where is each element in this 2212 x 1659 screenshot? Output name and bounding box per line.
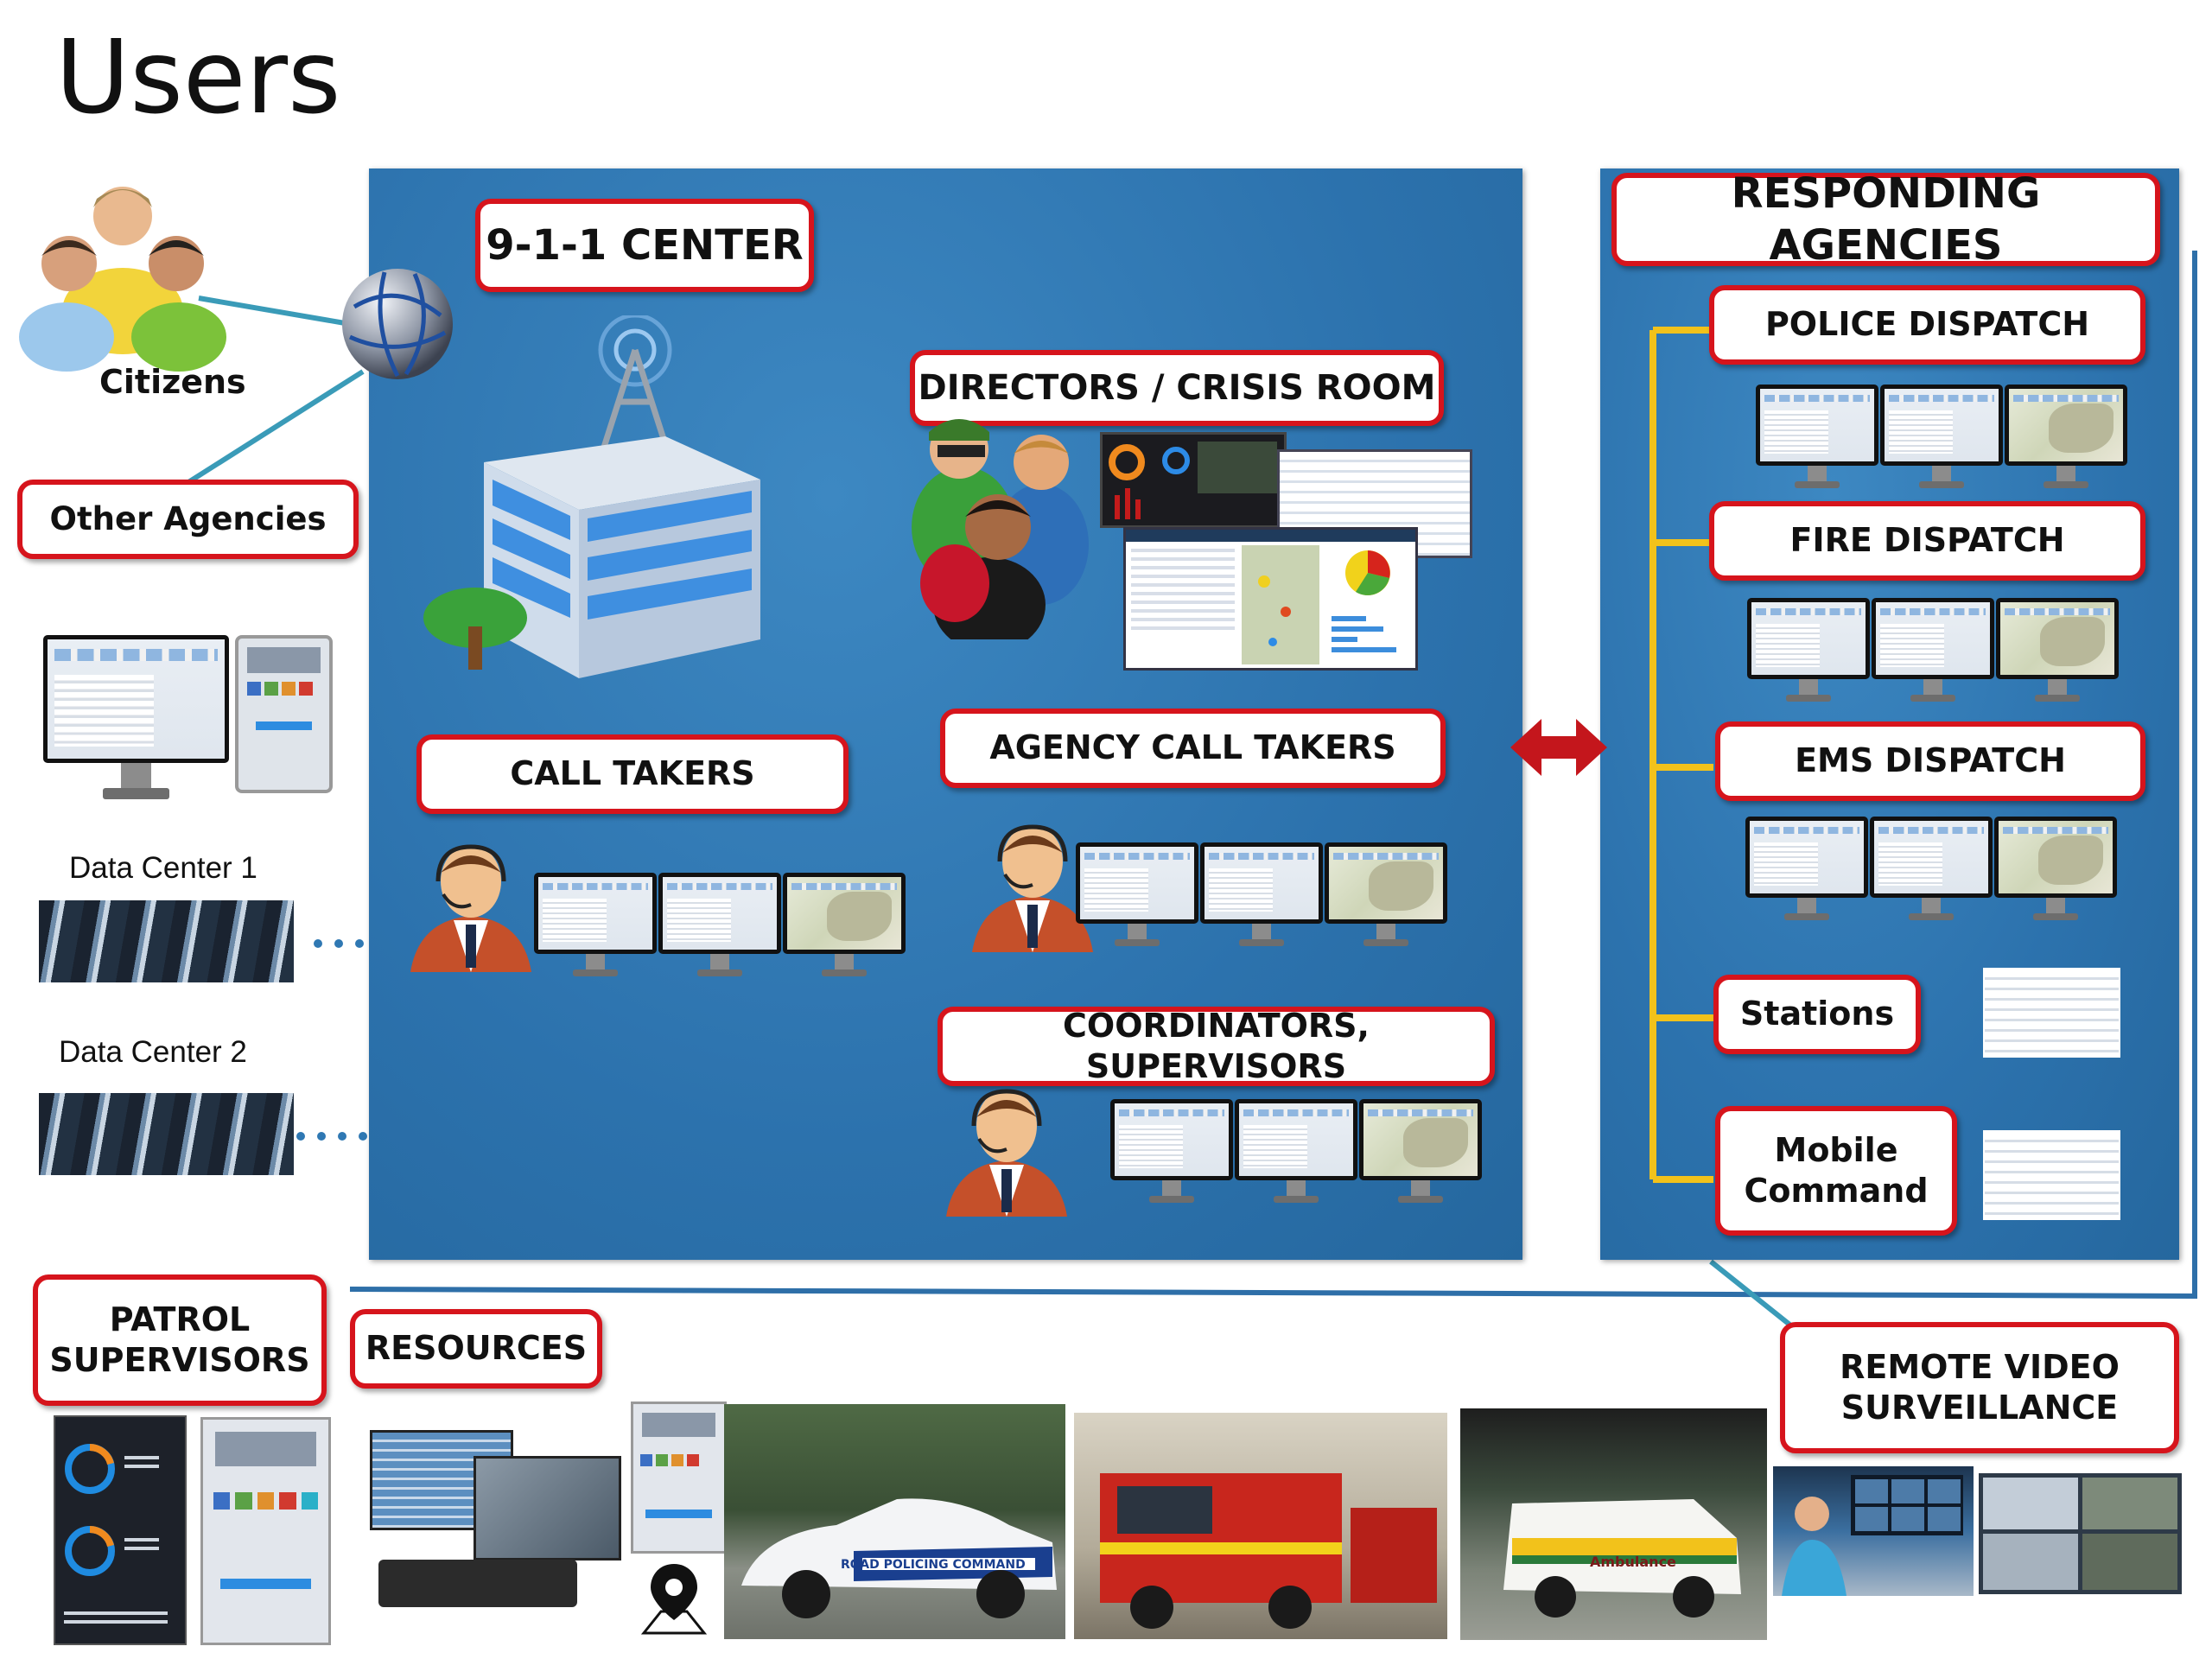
workstation-monitor xyxy=(1076,842,1198,946)
page-title: Users xyxy=(55,17,341,137)
map-monitor xyxy=(1994,817,2117,920)
workstation-monitor xyxy=(1756,385,1878,488)
video-wall-screen xyxy=(1979,1473,2182,1594)
stations-label: Stations xyxy=(1713,975,1921,1054)
dc-mobile-app xyxy=(235,635,333,793)
globe-icon xyxy=(342,269,453,379)
workstation-monitor xyxy=(534,873,657,976)
laptop-screens xyxy=(361,1430,621,1611)
data-center-2-label: Data Center 2 xyxy=(59,1035,247,1069)
patrol-mobile-app xyxy=(200,1417,331,1645)
police-car-text: ROAD POLICING COMMAND xyxy=(841,1558,1026,1572)
server-rack-1 xyxy=(39,900,294,982)
agency-connector xyxy=(1649,327,1713,1183)
users-icon xyxy=(19,187,226,372)
map-monitor xyxy=(2005,385,2127,488)
citizens-globe-line xyxy=(198,296,351,327)
other-agencies-label: Other Agencies xyxy=(17,480,359,559)
outer-frame-line xyxy=(349,251,2197,1300)
headset-operator-icon xyxy=(972,824,1093,952)
video-line xyxy=(1709,1259,1799,1333)
agencies-title-label: RESPONDING AGENCIES xyxy=(1611,169,2160,270)
map-monitor xyxy=(783,873,906,976)
workstation-monitor xyxy=(1747,598,1870,702)
fire-truck-photo xyxy=(1074,1413,1447,1639)
mobile-command-screen xyxy=(1983,1130,2120,1220)
center-title-label: 9-1-1 CENTER xyxy=(475,199,814,292)
headset-operator-icon xyxy=(946,1089,1067,1217)
fire-dispatch-label: FIRE DISPATCH xyxy=(1709,501,2145,581)
workstation-monitor xyxy=(1745,817,1868,920)
resources-mobile-app xyxy=(631,1402,727,1554)
map-monitor xyxy=(1325,842,1447,946)
remote-video-label: REMOTE VIDEO SURVEILLANCE xyxy=(1780,1322,2179,1453)
ambulance-text: Ambulance xyxy=(1590,1554,1676,1570)
patrol-supervisors-label: PATROL SUPERVISORS xyxy=(33,1274,327,1406)
resources-label: RESOURCES xyxy=(350,1309,602,1389)
double-arrow-icon xyxy=(1510,719,1607,776)
agency-call-takers-label: AGENCY CALL TAKERS xyxy=(940,709,1446,788)
workstation-monitor xyxy=(1110,1099,1233,1203)
directors-label: DIRECTORS / CRISIS ROOM xyxy=(910,350,1444,426)
workstation-monitor xyxy=(1872,598,1994,702)
coordinators-label: COORDINATORS, SUPERVISORS xyxy=(938,1007,1495,1086)
headset-operator-icon xyxy=(410,844,531,972)
police-dispatch-label: POLICE DISPATCH xyxy=(1709,285,2145,365)
agencies-globe-line xyxy=(184,369,365,486)
building-icon xyxy=(423,315,760,678)
crisis-dashboard-3 xyxy=(1123,527,1418,671)
map-pin-icon xyxy=(640,1564,708,1635)
surveillance-room-photo xyxy=(1773,1466,1974,1596)
workstation-monitor xyxy=(658,873,781,976)
mobile-command-label: Mobile Command xyxy=(1715,1106,1957,1236)
call-takers-label: CALL TAKERS xyxy=(416,734,849,814)
workstation-monitor xyxy=(1870,817,1993,920)
workstation-monitor xyxy=(1235,1099,1357,1203)
patrol-dashboard xyxy=(54,1415,187,1645)
ambulance-photo: Ambulance xyxy=(1460,1408,1767,1640)
workstation-monitor xyxy=(1880,385,2003,488)
stations-screen xyxy=(1983,968,2120,1058)
ems-dispatch-label: EMS DISPATCH xyxy=(1715,721,2145,801)
map-monitor xyxy=(1996,598,2119,702)
map-monitor xyxy=(1359,1099,1482,1203)
workstation-monitor xyxy=(1200,842,1323,946)
crisis-dashboard-1 xyxy=(1100,432,1287,528)
police-car-photo: ROAD POLICING COMMAND xyxy=(724,1404,1065,1639)
citizens-label: Citizens xyxy=(99,363,246,401)
dc-monitor xyxy=(43,635,229,799)
directors-people-icon xyxy=(912,419,1089,639)
data-center-1-label: Data Center 1 xyxy=(69,851,257,885)
server-rack-2 xyxy=(39,1093,294,1175)
